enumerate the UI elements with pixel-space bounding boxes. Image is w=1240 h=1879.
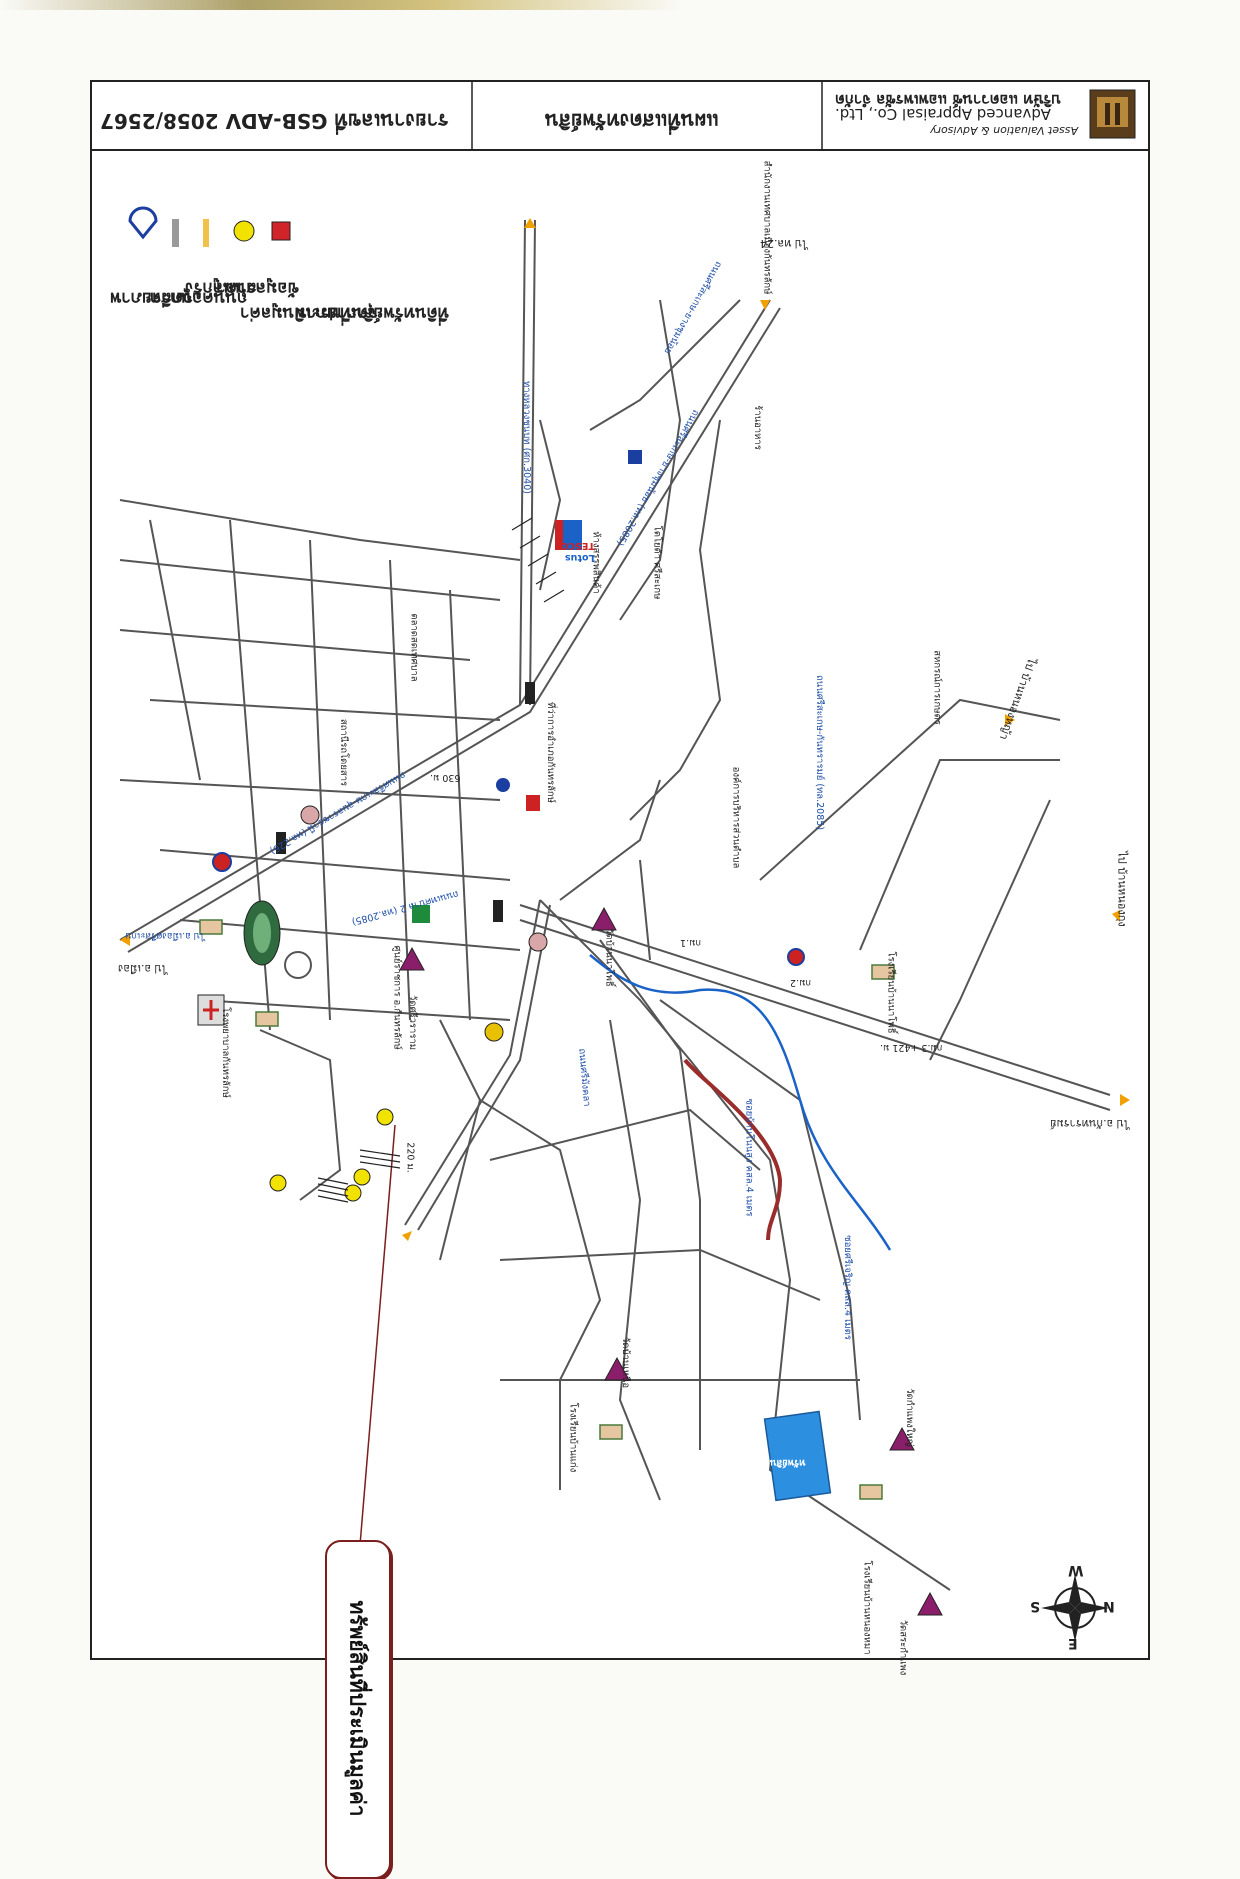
place-label: สำนักงานเทศบาลเมืองกันทรลักษ์ [761, 160, 773, 295]
report-number: รายงานเลขที่ GSB-ADV 2058/2567 [100, 109, 449, 133]
place-label: 220 ม. [404, 1142, 416, 1173]
lotus-label: Lotus [565, 552, 595, 563]
roundabout [284, 951, 312, 979]
compass-s: S [1030, 1598, 1041, 1614]
company-name-en: Advanced Appraisal Co., Ltd. [835, 105, 1051, 123]
direction-label: ไป อ.กันทรารมย์ [1050, 1117, 1130, 1130]
place-label: กม.2 [790, 977, 812, 988]
compass-e: E [1068, 1635, 1078, 1651]
place-label: วัดศรีวราราม [407, 994, 419, 1051]
place-label: วัดกำแพงใหญ่ [903, 1388, 915, 1447]
tesco-logo [555, 520, 563, 550]
landmark-icon [300, 805, 320, 825]
gas-station-icon [787, 948, 805, 966]
school-icon [859, 1484, 883, 1500]
legend-item-subject: ที่ดินทรัพย์สินที่ประเมินมูลค่า [240, 303, 449, 323]
place-label: กม.3 +421 ม. [880, 1042, 943, 1053]
hospital-icon [197, 994, 225, 1026]
subject-plot-label: ทรัพย์สิน [770, 1457, 806, 1468]
legend-item-photo: จุดถ่ายภาพ [110, 288, 193, 308]
company-logo [1089, 89, 1136, 139]
compass-w: W [1068, 1562, 1084, 1578]
road-label: ถนนศรีสะเกษ-กันทรารมย์ (ทล.2085) [814, 674, 826, 831]
compass-icon [1041, 1574, 1109, 1642]
temple-icon [889, 1426, 915, 1451]
price-points [269, 1108, 394, 1202]
temple-icon [604, 1356, 630, 1381]
school-icon [255, 1011, 279, 1027]
traffic-light-icon [493, 900, 503, 922]
subject-access-road [683, 1058, 783, 1241]
school-icon [871, 964, 895, 980]
shop-icon [526, 795, 540, 811]
place-label: สหกรณ์การเกษตร [931, 650, 943, 725]
road-label: ทางหลวงชนบท (ศก.3040) [520, 381, 532, 494]
gas-station-icon [212, 852, 232, 872]
map-title: แผนที่แสดงทรัพย์สิน [545, 109, 720, 133]
bank-icon [628, 450, 642, 464]
place-label: โรงพยาบาลกันทรลักษ์ [219, 1007, 231, 1098]
place-label: 630 ม. [430, 772, 461, 783]
place-label: สถานีรถโดยสาร [338, 718, 350, 787]
subject-callout: ทรัพย์สินที่ประเมินมูลค่า [325, 1540, 391, 1879]
legend-icons [128, 206, 291, 247]
compass-n: N [1103, 1598, 1115, 1614]
place-label: ร้านอาหาร [751, 405, 763, 450]
traffic-light-icon [525, 682, 535, 704]
place-label: ตลาดสดเทศบาล [408, 613, 420, 682]
scan-edge [0, 0, 1240, 10]
road-label: ซอยบ้านโนนสูง คสล.4 เมตร [743, 1098, 755, 1217]
place-label: ศูนย์ราชการ อ.กันทรลักษ์ [391, 945, 403, 1050]
subject-plot [763, 1410, 832, 1502]
place-label: กม.1 [680, 937, 702, 948]
temple-icon [917, 1591, 943, 1616]
place-label: องค์การบริหารส่วนตำบล [730, 766, 742, 869]
stadium-icon [243, 900, 281, 966]
temple-icon [399, 946, 425, 971]
subject-callout-label: ทรัพย์สินที่ประเมินมูลค่า [345, 1600, 370, 1817]
landmark-icon [528, 932, 548, 952]
road-label: ซอยศรีเจริญ คสล.4 เมตร [841, 1235, 853, 1340]
map-canvas [90, 80, 1150, 1642]
place-label: โรงเรียนบ้านหนองหมา [861, 1560, 873, 1655]
company-tagline: Asset Valuation & Advisory [930, 124, 1079, 137]
river [589, 954, 892, 1251]
place-label: โรงเรียนบ้านนาโพธิ์ [885, 951, 897, 1034]
place-label: โตโยต้า ศรีสะเกษ [651, 525, 663, 600]
school-icon [599, 1424, 623, 1440]
direction-arrows [120, 218, 1130, 1241]
traffic-light-icon [276, 832, 286, 854]
road-label: ไป อ.เมืองศรีสะเกษ [125, 930, 205, 941]
direction-label: ไป บ้านหนองกุง [1115, 851, 1129, 927]
road-network [119, 219, 1111, 1591]
tesco-label: TESCO [560, 540, 595, 551]
school-icon [199, 919, 223, 935]
temple-icon [591, 906, 617, 931]
gas-station-icon [496, 778, 510, 792]
place-label: วัดสระกำแพง [897, 1619, 909, 1676]
callout-line [359, 1124, 396, 1546]
place-label: โรงเรียนบ้านแก่ง [567, 1402, 579, 1473]
lotus-logo [560, 520, 582, 550]
direction-label: ไป อ.เมือง [118, 962, 168, 975]
place-label: ที่ว่าการอำเภอกันทรลักษ์ [544, 702, 556, 803]
hatched-road [317, 517, 565, 1203]
landmark-icon [484, 1022, 504, 1042]
place-label: วัดบ้านนาโพธิ์ [603, 928, 615, 987]
place-label: วัดบ้านเหนือ [620, 1336, 632, 1389]
seven-eleven-icon [412, 905, 430, 923]
